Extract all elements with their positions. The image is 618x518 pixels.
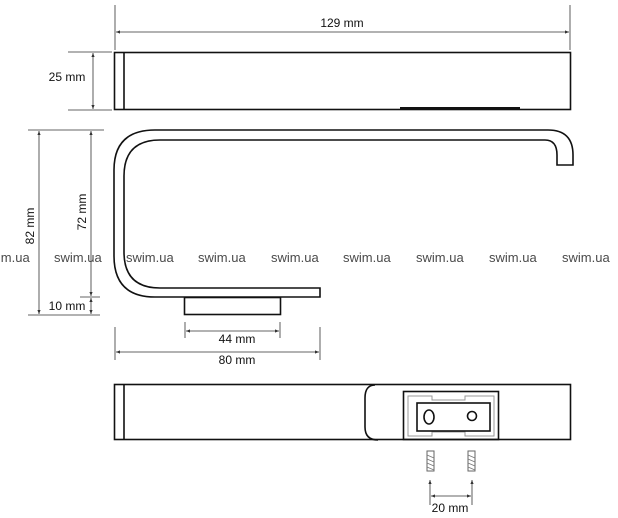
watermark: swim.ua [343, 250, 391, 265]
length-dimension: 129 mm [320, 16, 363, 30]
mounting-plate [402, 390, 500, 441]
base-width-dimension: 44 mm [219, 332, 256, 346]
screw-icon [426, 450, 435, 472]
watermark: swim.ua [0, 250, 30, 265]
watermark: swim.ua [562, 250, 610, 265]
bottom-view: 20 mm [113, 383, 572, 515]
arm-height-dimension: 72 mm [75, 194, 89, 231]
watermark: swim.ua [198, 250, 246, 265]
side-view: 82 mm 72 mm 10 mm 44 mm 80 mm [23, 129, 574, 367]
watermarks: swim.ua swim.ua swim.ua swim.ua swim.ua … [0, 250, 610, 265]
projection-dimension: 80 mm [219, 353, 256, 367]
base-height-dimension: 10 mm [49, 299, 86, 313]
screw-icon [467, 450, 476, 472]
screw-spacing-dimension: 20 mm [432, 501, 469, 515]
top-view: 129 mm 25 mm [49, 5, 572, 111]
watermark: swim.ua [416, 250, 464, 265]
watermark: swim.ua [54, 250, 102, 265]
watermark: swim.ua [271, 250, 319, 265]
watermark: swim.ua [126, 250, 174, 265]
total-height-dimension: 82 mm [23, 208, 37, 245]
depth-dimension: 25 mm [49, 70, 86, 84]
watermark: swim.ua [489, 250, 537, 265]
